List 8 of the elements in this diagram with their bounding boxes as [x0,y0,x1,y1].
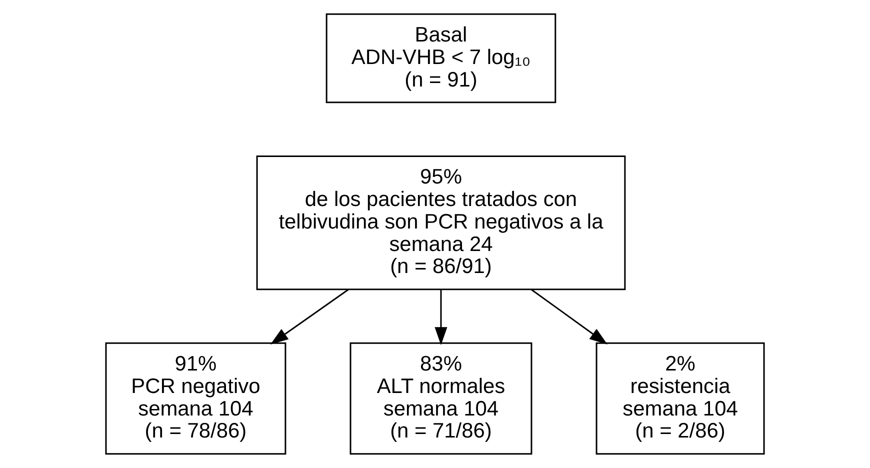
arrow [434,290,448,346]
node-box: 91% PCR negativo semana 104 (n = 78/86) [105,342,286,455]
node-box: 83% ALT normales semana 104 (n = 71/86) [350,342,532,455]
node-box: 95% de los pacientes tratados con telbivudina son PCR negativos a la semana 24 (n = 86/91) [256,155,626,290]
node-box: Basal ADN-VHB < 7 log₁₀ (n = 91) [326,13,556,104]
node-box: 2% resistencia semana 104 (n = 2/86) [596,342,765,455]
arrow [531,288,608,344]
arrow [270,288,349,344]
